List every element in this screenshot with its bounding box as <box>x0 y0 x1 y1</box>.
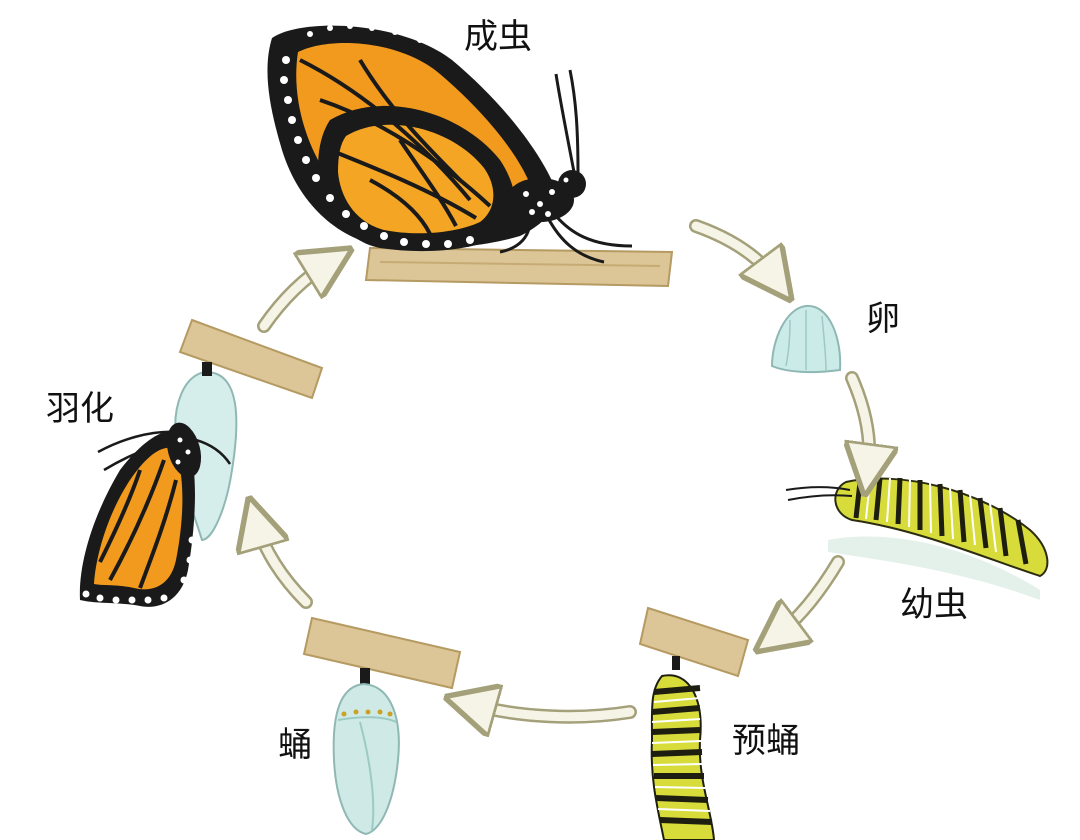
arrow-pupa-to-eclosion <box>256 522 313 609</box>
label-pupa: 蛹 <box>278 725 312 765</box>
larva-illustration <box>785 477 1049 600</box>
branch-adult <box>364 246 674 288</box>
label-prepupa: 预蛹 <box>732 721 800 761</box>
arrow-larva-to-prepupa <box>776 555 845 636</box>
branch-pupa <box>302 616 462 690</box>
label-adult: 成虫 <box>464 17 532 57</box>
arrow-prepupa-to-pupa <box>470 704 637 717</box>
egg-illustration <box>770 304 842 374</box>
label-eclosion: 羽化 <box>46 389 114 429</box>
eclosion-illustration <box>79 362 238 607</box>
arrow-eclosion-to-adult <box>257 262 330 333</box>
arrow-adult-to-egg <box>689 219 776 280</box>
prepupa-illustration <box>650 656 716 840</box>
branch-prepupa <box>638 606 750 678</box>
label-larva: 幼虫 <box>900 585 968 625</box>
adult-butterfly-illustration <box>267 23 633 264</box>
label-egg: 卵 <box>866 299 900 339</box>
arrow-egg-to-larva <box>852 371 869 470</box>
branch-eclosion <box>178 318 324 400</box>
cycle-arrows <box>256 219 869 717</box>
pupa-illustration <box>332 668 400 836</box>
